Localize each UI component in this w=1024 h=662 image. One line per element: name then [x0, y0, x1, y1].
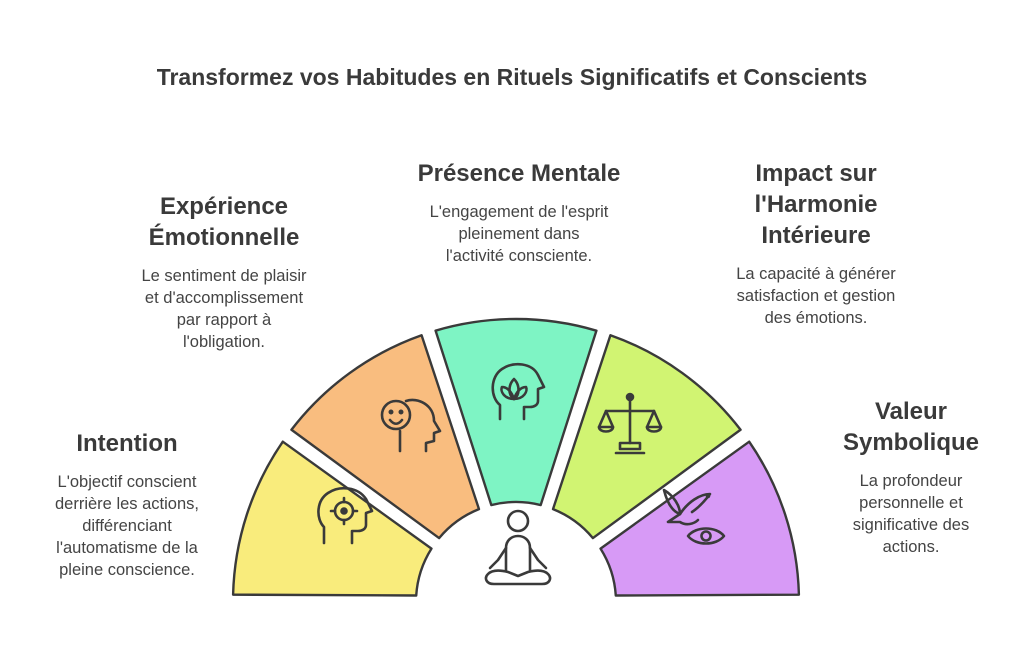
segment-emotion [290, 334, 481, 540]
smiley-head-icon [380, 398, 442, 453]
label-impact: Impact sur l'Harmonie Intérieure La capa… [700, 158, 932, 329]
description-impact: La capacité à générer satisfaction et ge… [736, 265, 896, 327]
lotus-head-icon [491, 362, 546, 421]
meditating-person-icon [484, 509, 552, 586]
label-presence: Présence Mentale L'engagement de l'espri… [396, 158, 642, 267]
label-valeur: Valeur Symbolique La profondeur personne… [822, 396, 1000, 558]
description-presence: L'engagement de l'esprit pleinement dans… [429, 203, 609, 265]
segment-intention [231, 440, 433, 597]
description-intention: L'objectif conscient derrière les action… [55, 473, 199, 579]
segment-valeur [599, 440, 801, 597]
heading-presence: Présence Mentale [417, 160, 621, 187]
balance-scale-icon [597, 392, 663, 455]
description-emotion: Le sentiment de plaisir et d'accomplisse… [141, 267, 307, 351]
label-intention: Intention L'objectif conscient derrière … [22, 428, 232, 581]
heading-impact: Impact sur l'Harmonie Intérieure [754, 160, 878, 249]
target-head-icon [317, 486, 374, 545]
segments-layer [231, 317, 801, 597]
dove-eye-icon [662, 488, 726, 545]
heading-intention: Intention [76, 430, 178, 457]
segment-presence [434, 317, 598, 507]
description-valeur: La profondeur personnelle et significati… [852, 472, 970, 556]
heading-emotion: Expérience Émotionnelle [148, 193, 300, 251]
label-emotion: Expérience Émotionnelle Le sentiment de … [108, 191, 340, 353]
segment-impact [551, 334, 742, 540]
diagram-title: Transformez vos Habitudes en Rituels Sig… [156, 64, 868, 90]
heading-valeur: Valeur Symbolique [842, 398, 980, 456]
